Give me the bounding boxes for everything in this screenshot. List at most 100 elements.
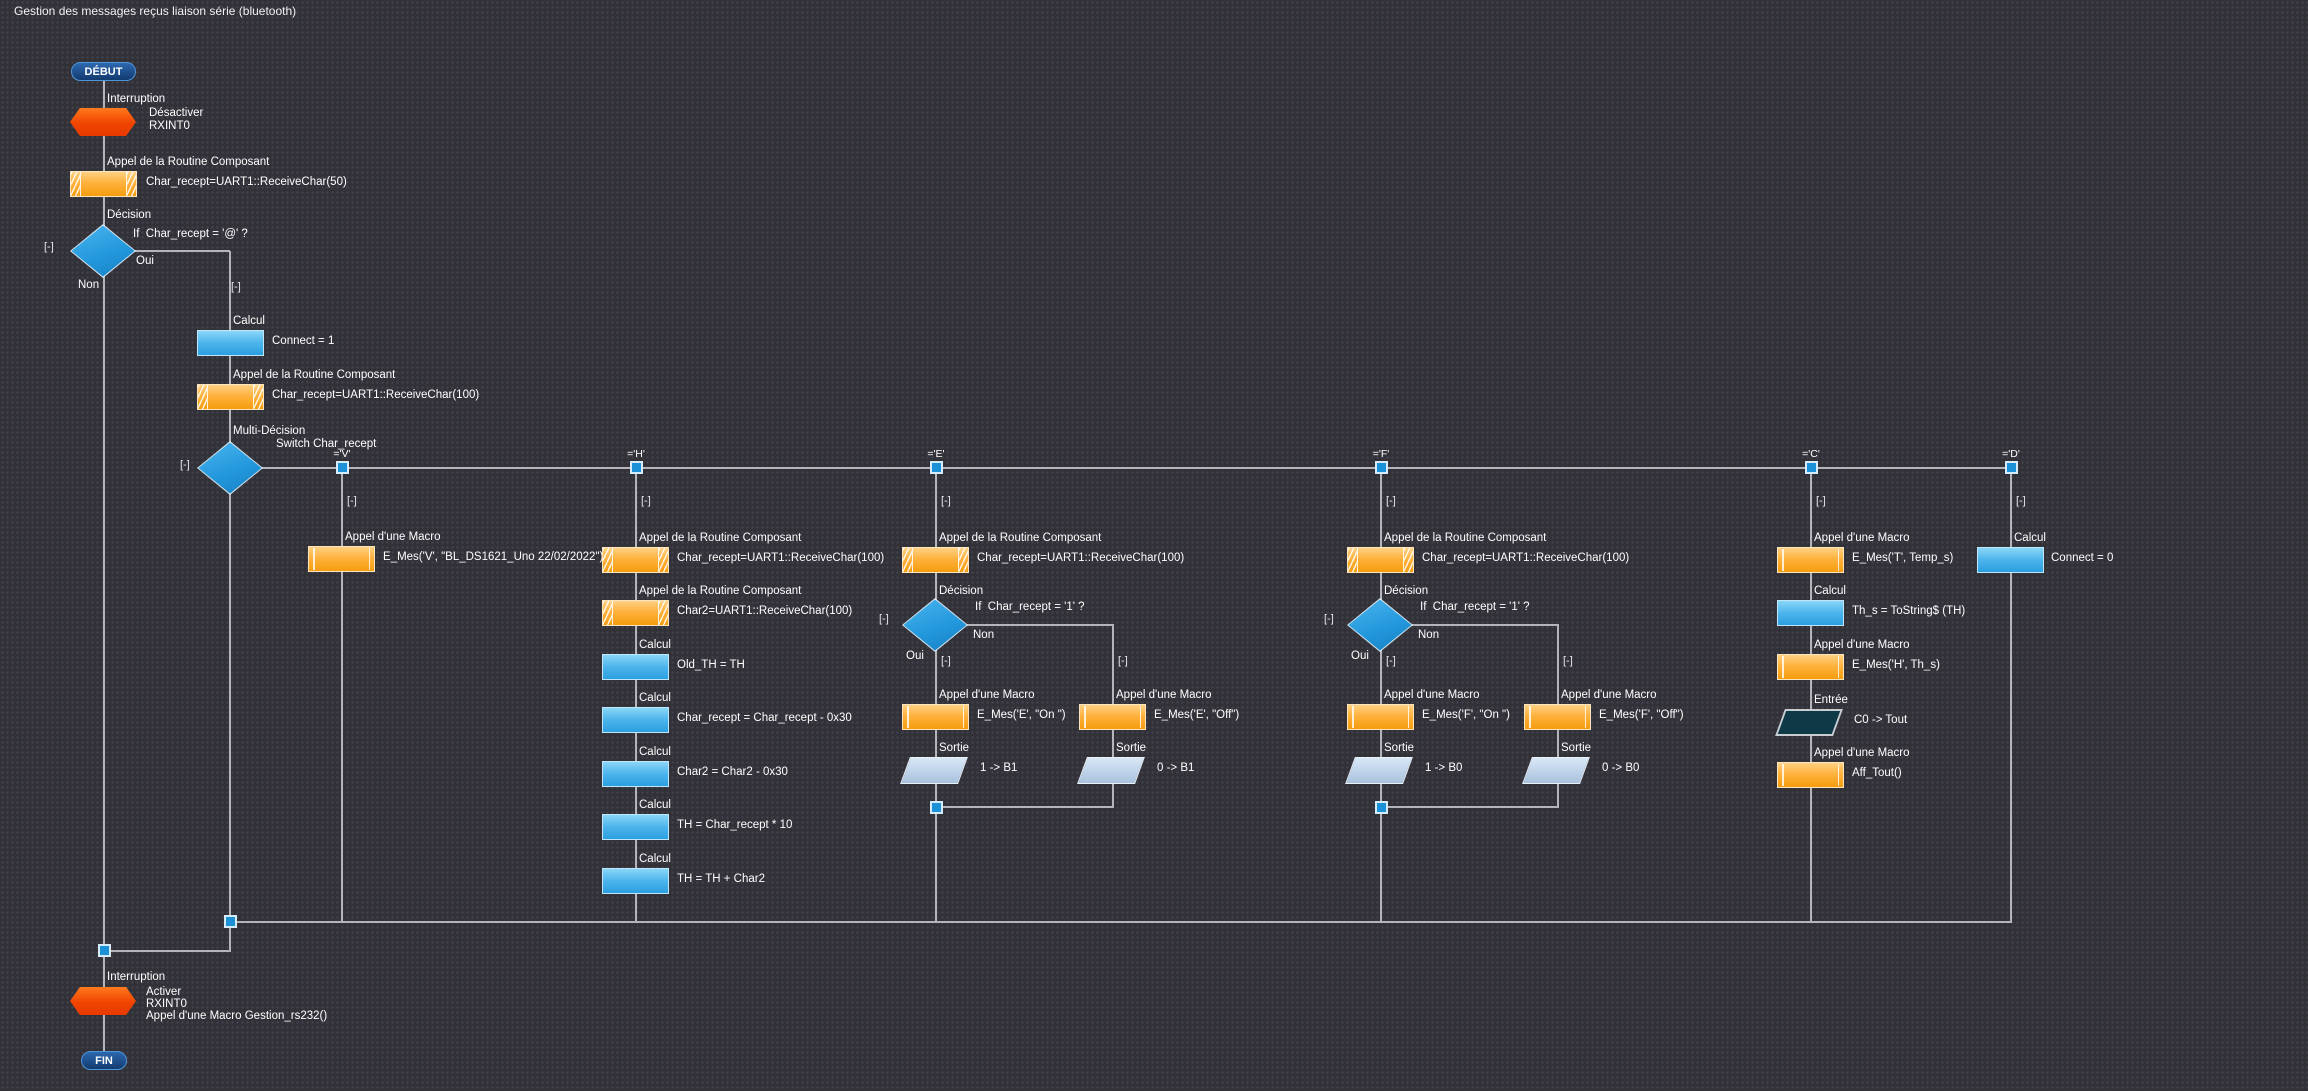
multi-decision-text: Switch Char_recept	[276, 438, 377, 450]
e-on-macro-node[interactable]	[902, 704, 969, 730]
h-routine1-node[interactable]	[602, 547, 669, 573]
c-input-label: Entrée	[1814, 694, 1848, 706]
collapse-yes-branch[interactable]: [-]	[231, 281, 241, 293]
case-c-label: ='C'	[1802, 448, 1820, 460]
collapse-f-dec[interactable]: [-]	[1324, 613, 1334, 625]
c-macro-t-text: E_Mes('T', Temp_s)	[1852, 552, 1954, 564]
end-label: FIN	[95, 1054, 113, 1067]
end-terminal[interactable]: FIN	[81, 1051, 127, 1070]
e-join-connector[interactable]	[930, 801, 943, 814]
collapse-e-dec[interactable]: [-]	[879, 613, 889, 625]
collapse-case-h[interactable]: [-]	[641, 495, 651, 507]
routine2-text: Char_recept=UART1::ReceiveChar(100)	[272, 389, 480, 401]
f-routine-node[interactable]	[1347, 547, 1414, 573]
collapse-multi[interactable]: [-]	[180, 459, 190, 471]
collapse-case-c[interactable]: [-]	[1816, 495, 1826, 507]
f-on-output-text: 1 -> B0	[1425, 762, 1463, 774]
line-branch-f	[1380, 468, 1382, 923]
case-h-label: ='H'	[627, 448, 645, 460]
case-h-connector[interactable]	[630, 461, 643, 474]
multi-decision-node[interactable]	[197, 441, 263, 495]
collapse-e-yes[interactable]: [-]	[941, 655, 951, 667]
e-on-macro-text: E_Mes('E', "On ")	[977, 709, 1066, 721]
start-terminal[interactable]: DÉBUT	[71, 62, 136, 81]
left-join-connector[interactable]	[98, 944, 111, 957]
case-v-connector[interactable]	[336, 461, 349, 474]
f-off-output-node[interactable]	[1522, 757, 1590, 784]
line-f-no-top	[1381, 624, 1558, 626]
interrupt-enable-node[interactable]	[70, 987, 136, 1015]
line-branch-h	[635, 468, 637, 923]
line-e-join	[936, 806, 1113, 808]
e-routine-text: Char_recept=UART1::ReceiveChar(100)	[977, 552, 1185, 564]
multi-decision-label: Multi-Décision	[233, 425, 306, 437]
line-e-no-top	[936, 624, 1113, 626]
collapse-case-f[interactable]: [-]	[1386, 495, 1396, 507]
line-f-join	[1381, 806, 1558, 808]
h-calc2-node[interactable]	[602, 707, 669, 733]
calc1-text: Connect = 1	[272, 335, 335, 347]
decision-at-node[interactable]	[70, 224, 136, 278]
f-join-connector[interactable]	[1375, 801, 1388, 814]
e-off-output-node[interactable]	[1077, 757, 1145, 784]
h-calc4-node[interactable]	[602, 814, 669, 840]
e-off-macro-node[interactable]	[1079, 704, 1146, 730]
h-calc3-node[interactable]	[602, 761, 669, 787]
f-off-output-label: Sortie	[1561, 742, 1592, 754]
case-v-label: ='V'	[333, 448, 351, 460]
v-macro-node[interactable]	[308, 546, 375, 572]
h-routine1-text: Char_recept=UART1::ReceiveChar(100)	[677, 552, 885, 564]
f-off-macro-node[interactable]	[1524, 704, 1591, 730]
line-yes-trunk	[229, 251, 231, 952]
e-on-output-node[interactable]	[900, 757, 968, 784]
line-branch-v	[341, 468, 343, 923]
c-macro-aff-label: Appel d'une Macro	[1814, 747, 1910, 759]
e-on-macro-label: Appel d'une Macro	[939, 689, 1035, 701]
e-decision-node[interactable]	[902, 598, 968, 652]
c-macro-aff-node[interactable]	[1777, 762, 1844, 788]
f-on-output-node[interactable]	[1345, 757, 1413, 784]
c-input-node[interactable]	[1775, 709, 1843, 736]
f-no-label: Non	[1418, 629, 1440, 641]
line-dec1-yes	[104, 250, 230, 252]
collapse-e-no[interactable]: [-]	[1118, 655, 1128, 667]
h-routine2-node[interactable]	[602, 600, 669, 626]
interrupt1-text1: Désactiver	[149, 107, 204, 119]
c-calc-node[interactable]	[1777, 600, 1844, 626]
decision1-label: Décision	[107, 209, 152, 221]
collapse-case-v[interactable]: [-]	[347, 495, 357, 507]
collapse-case-e[interactable]: [-]	[941, 495, 951, 507]
c-macro-h-text: E_Mes('H', Th_s)	[1852, 659, 1940, 671]
case-c-connector[interactable]	[1805, 461, 1818, 474]
v-macro-text: E_Mes('V', "BL_DS1621_Uno 22/02/2022")	[383, 551, 604, 563]
interrupt-disable-node[interactable]	[70, 108, 136, 136]
h-calc1-node[interactable]	[602, 654, 669, 680]
case-e-label: ='E'	[927, 448, 945, 460]
f-routine-label: Appel de la Routine Composant	[1384, 532, 1547, 544]
collapse-dec1[interactable]: [-]	[44, 241, 54, 253]
f-on-macro-node[interactable]	[1347, 704, 1414, 730]
interrupt2-text1: Activer	[146, 986, 182, 998]
case-d-connector[interactable]	[2005, 461, 2018, 474]
case-e-connector[interactable]	[930, 461, 943, 474]
routine-recv50-node[interactable]	[70, 171, 137, 197]
routine1-text: Char_recept=UART1::ReceiveChar(50)	[146, 176, 347, 188]
h-calc5-node[interactable]	[602, 868, 669, 894]
c-macro-t-node[interactable]	[1777, 547, 1844, 573]
routine-recv100-node[interactable]	[197, 384, 264, 410]
e-routine-node[interactable]	[902, 547, 969, 573]
d-calc-node[interactable]	[1977, 547, 2044, 573]
c-macro-h-node[interactable]	[1777, 654, 1844, 680]
f-decision-node[interactable]	[1347, 598, 1413, 652]
calc-connect1-node[interactable]	[197, 330, 264, 356]
f-off-output-text: 0 -> B0	[1602, 762, 1640, 774]
h-calc3-label: Calcul	[639, 746, 671, 758]
case-f-connector[interactable]	[1375, 461, 1388, 474]
d-calc-label: Calcul	[2014, 532, 2046, 544]
line-bottom-join	[230, 921, 2012, 923]
collapse-f-no[interactable]: [-]	[1563, 655, 1573, 667]
trunk-join-connector[interactable]	[224, 915, 237, 928]
collapse-case-d[interactable]: [-]	[2016, 495, 2026, 507]
collapse-f-yes[interactable]: [-]	[1386, 655, 1396, 667]
e-decision-label: Décision	[939, 585, 984, 597]
